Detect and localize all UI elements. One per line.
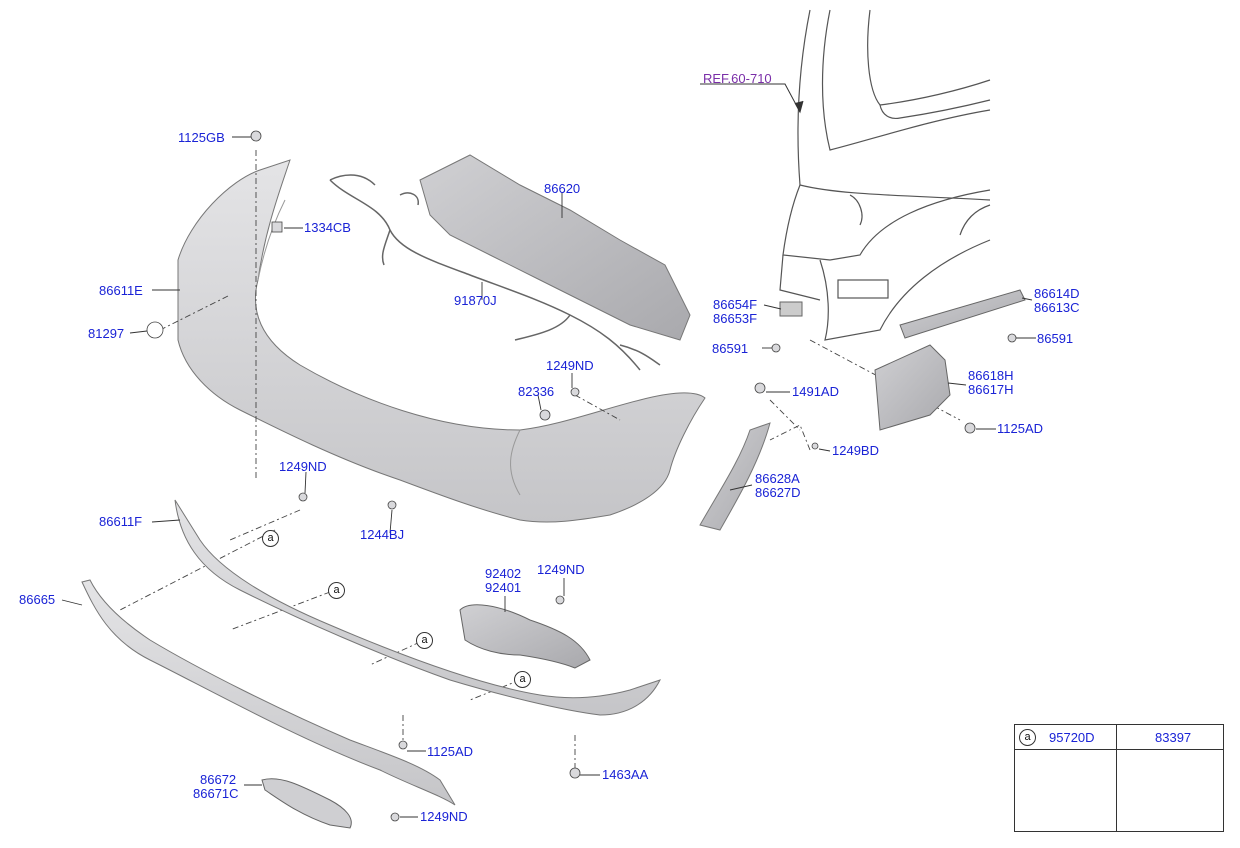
part-label-86627d[interactable]: 86627D (755, 485, 801, 500)
bumper-absorber (419, 154, 691, 341)
ref-link-label[interactable]: REF.60-710 (703, 71, 772, 86)
part-label-86620[interactable]: 86620 (544, 181, 581, 196)
part-label-86672[interactable]: 86672 (200, 772, 237, 787)
lamp-assembly (459, 604, 591, 669)
side-trim-piece (699, 422, 771, 531)
part-label-86614d[interactable]: 86614D (1034, 286, 1080, 301)
part-label-1491ad[interactable]: 1491AD (792, 384, 839, 399)
part-label-86628a[interactable]: 86628A (755, 471, 800, 486)
ref-leader (700, 83, 804, 114)
legend-table: a 95720D 83397 (1014, 724, 1224, 832)
part-label-1249nd-b[interactable]: 1249ND (279, 459, 327, 474)
small-bracket (779, 301, 803, 317)
part-label-1249nd-a[interactable]: 1249ND (546, 358, 594, 373)
garnish-piece (261, 778, 352, 829)
part-label-86653f[interactable]: 86653F (713, 311, 758, 326)
part-label-86611e[interactable]: 86611E (99, 283, 143, 298)
legend-part-95720d[interactable]: 95720D (1049, 730, 1095, 745)
part-label-86665[interactable]: 86665 (19, 592, 56, 607)
part-label-86591-b[interactable]: 86591 (712, 341, 749, 356)
bracket-right-upper (899, 289, 1026, 339)
part-label-1334cb[interactable]: 1334CB (304, 220, 351, 235)
part-label-86617h[interactable]: 86617H (968, 382, 1014, 397)
callout-a-4: a (514, 671, 531, 688)
wiring-harness (329, 174, 661, 371)
part-label-86591-a[interactable]: 86591 (1037, 331, 1074, 346)
part-label-1249bd[interactable]: 1249BD (832, 443, 879, 458)
bumper-lower-fascia (174, 499, 661, 716)
label-leaders (61, 136, 1036, 818)
part-label-86654f[interactable]: 86654F (713, 297, 758, 312)
legend-callout-a: a (1019, 729, 1036, 746)
part-label-1249nd-c[interactable]: 1249ND (537, 562, 585, 577)
fastener-icons (146, 130, 1017, 822)
part-label-92401[interactable]: 92401 (485, 580, 522, 595)
bumper-cover-upper (177, 159, 706, 523)
part-label-92402[interactable]: 92402 (485, 566, 522, 581)
legend-divider (1116, 725, 1117, 831)
part-label-81297[interactable]: 81297 (88, 326, 125, 341)
part-label-86613c[interactable]: 86613C (1034, 300, 1080, 315)
skid-plate (81, 579, 456, 806)
part-label-1125ad-b[interactable]: 1125AD (427, 744, 474, 759)
part-label-1463aa[interactable]: 1463AA (602, 767, 649, 782)
callout-a-2: a (328, 582, 345, 599)
part-label-91870j[interactable]: 91870J (454, 293, 497, 308)
vehicle-body-outline (779, 9, 991, 341)
part-label-86671c[interactable]: 86671C (193, 786, 239, 801)
callout-a-3: a (416, 632, 433, 649)
part-label-86611f[interactable]: 86611F (99, 514, 143, 529)
legend-part-83397[interactable]: 83397 (1155, 730, 1192, 745)
part-label-1244bj[interactable]: 1244BJ (360, 527, 405, 542)
part-label-1249nd-d[interactable]: 1249ND (420, 809, 468, 824)
part-label-1125gb[interactable]: 1125GB (178, 130, 225, 145)
legend-header (1015, 725, 1223, 750)
part-label-1125ad-a[interactable]: 1125AD (997, 421, 1044, 436)
part-label-86618h[interactable]: 86618H (968, 368, 1014, 383)
part-label-82336[interactable]: 82336 (518, 384, 555, 399)
callout-a-1: a (262, 530, 279, 547)
bracket-right-lower (874, 344, 951, 431)
